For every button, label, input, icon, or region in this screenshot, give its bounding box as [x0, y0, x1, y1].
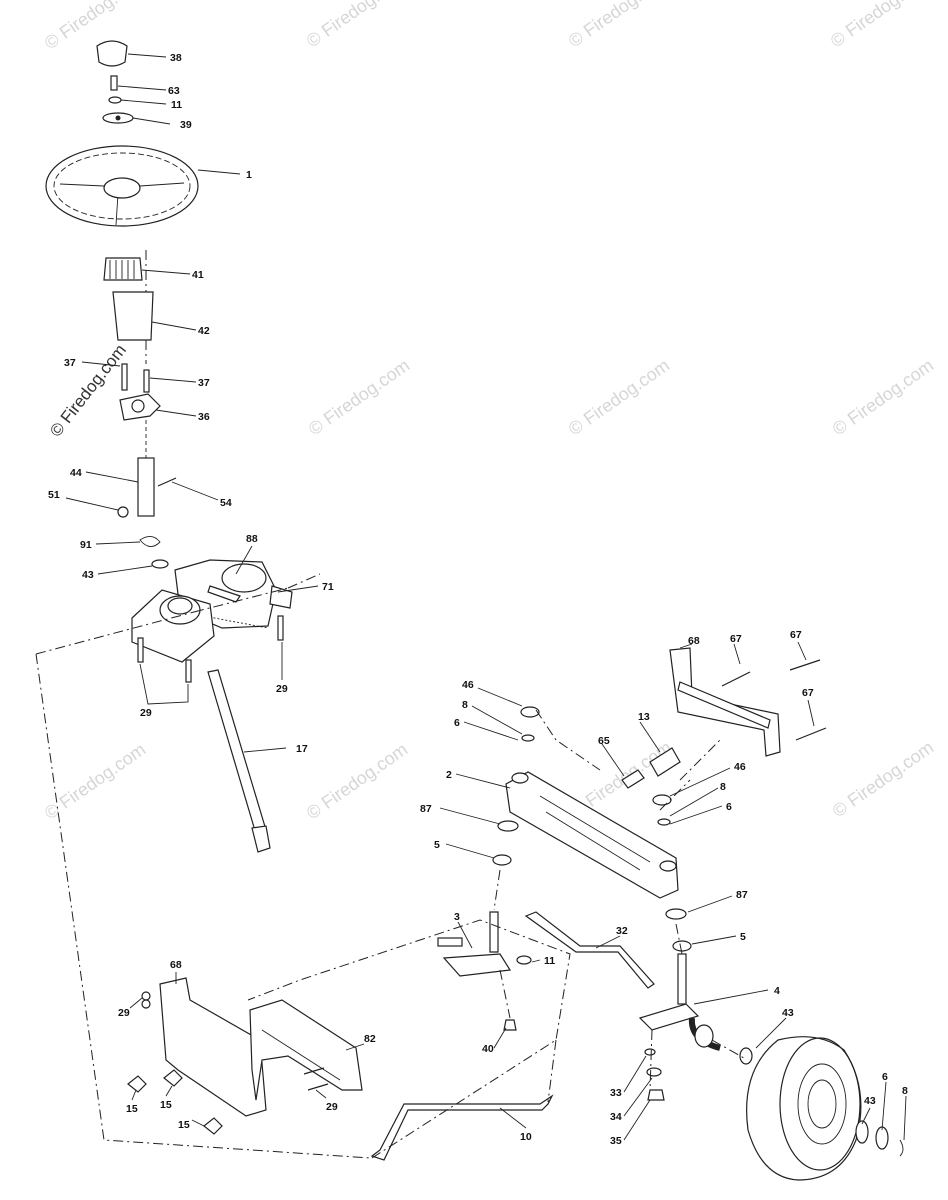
part-number-label: 46	[734, 761, 746, 773]
part-number-label: 88	[246, 533, 258, 545]
watermark: © Firedog.com	[41, 0, 149, 53]
support-bracket	[249, 999, 363, 1101]
part-number-label: 34	[610, 1111, 622, 1123]
part-number-label: 67	[790, 629, 802, 641]
part-number-label: 15	[126, 1103, 138, 1115]
steering-column-assembly	[45, 40, 293, 853]
part-number-label: 43	[782, 1007, 794, 1019]
part-number-label: 8	[720, 781, 726, 793]
part-number-label: 43	[864, 1095, 876, 1107]
washer	[108, 96, 122, 104]
part-number-label: 54	[220, 497, 232, 509]
bushing	[112, 291, 154, 341]
watermark: © Firedog.com	[46, 341, 130, 441]
leader-lines	[65, 53, 907, 1141]
part-number-label: 3	[454, 911, 460, 923]
part-number-label: 29	[118, 1007, 130, 1019]
part-number-label: 6	[882, 1071, 888, 1083]
part-number-label: 11	[544, 955, 555, 967]
part-number-label: 43	[82, 569, 94, 581]
part-number-label: 1	[246, 169, 252, 181]
part-number-label: 10	[520, 1131, 532, 1143]
part-number-label: 33	[610, 1087, 622, 1099]
watermark: © Firedog.com	[565, 355, 673, 439]
part-number-label: 36	[198, 411, 210, 423]
watermark: © Firedog.com	[41, 739, 149, 823]
part-number-label: 37	[64, 357, 76, 369]
steering-cap	[96, 40, 128, 67]
bolt	[110, 75, 118, 91]
part-number-label: 38	[170, 52, 182, 64]
part-number-label: 15	[160, 1099, 172, 1111]
front-tire	[746, 1036, 862, 1181]
part-number-label: 5	[434, 839, 440, 851]
part-number-label: 13	[638, 711, 650, 723]
watermark: © Firedog.com	[829, 737, 937, 821]
part-number-label: 29	[140, 707, 152, 719]
part-number-label: 17	[296, 743, 308, 755]
part-number-label: 37	[198, 377, 210, 389]
part-number-label: 67	[730, 633, 742, 645]
part-number-label: 29	[276, 683, 288, 695]
lower-bracket-assembly	[127, 977, 554, 1161]
part-number-label: 68	[688, 635, 700, 647]
steering-wheel	[45, 145, 199, 227]
part-number-label: 35	[610, 1135, 622, 1147]
part-number-label: 82	[364, 1033, 376, 1045]
part-number-label: 40	[482, 1043, 494, 1055]
part-number-label: 46	[462, 679, 474, 691]
part-number-label: 4	[774, 985, 780, 997]
part-number-label: 68	[170, 959, 182, 971]
part-number-label: 39	[180, 119, 192, 131]
part-number-label: 6	[454, 717, 460, 729]
axle-bracket	[669, 647, 781, 757]
part-number-label: 8	[902, 1085, 908, 1097]
part-number-label: 41	[192, 269, 204, 281]
part-number-label: 6	[726, 801, 732, 813]
part-number-label: 11	[171, 99, 182, 111]
part-number-label: 63	[168, 85, 180, 97]
splined-hub	[103, 257, 143, 281]
assembly-outline	[35, 573, 571, 1159]
steering-rod	[207, 669, 267, 835]
part-number-label: 87	[736, 889, 748, 901]
part-number-label: 42	[198, 325, 210, 337]
spindle	[442, 953, 512, 977]
drag-link	[370, 1094, 554, 1161]
part-number-label: 15	[178, 1119, 190, 1131]
lower-bracket	[159, 977, 267, 1117]
watermark: © Firedog.com	[565, 0, 673, 51]
front-axle-assembly	[437, 647, 904, 1181]
part-number-label: 5	[740, 931, 746, 943]
part-number-label: 8	[462, 699, 468, 711]
steering-shaft	[137, 457, 155, 517]
watermark: © Firedog.com	[303, 739, 411, 823]
part-number-label: 51	[48, 489, 60, 501]
tie-rod	[524, 911, 655, 989]
part-number-label: 87	[420, 803, 432, 815]
part-number-label: 2	[446, 769, 452, 781]
part-number-label: 44	[70, 467, 82, 479]
part-number-label: 29	[326, 1101, 338, 1113]
part-number-label: 71	[322, 581, 334, 593]
part-number-label: 32	[616, 925, 628, 937]
part-number-label: 65	[598, 735, 610, 747]
watermark: © Firedog.com	[303, 0, 411, 51]
part-number-label: 67	[802, 687, 814, 699]
watermark: © Firedog.com	[829, 355, 937, 439]
watermark: © Firedog.com	[827, 0, 935, 51]
watermarks: © Firedog.com © Firedog.com © Firedog.co…	[41, 0, 937, 823]
part-number-label: 91	[80, 539, 92, 551]
watermark: © Firedog.com	[305, 355, 413, 439]
part-labels: 38 63 11 39 1 41 42 37 37 36 44 51 54 91…	[48, 52, 908, 1147]
